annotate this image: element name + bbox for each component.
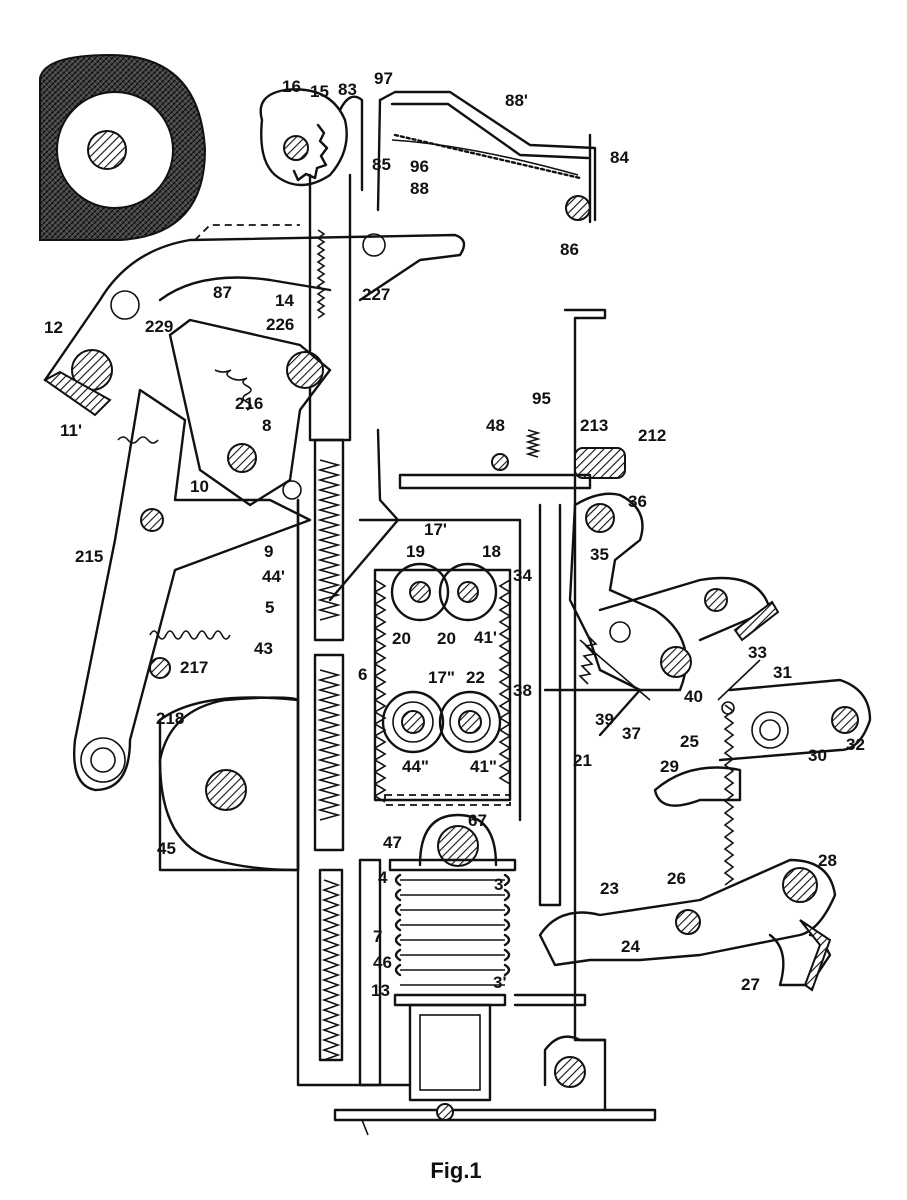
label-83: 83 [338, 80, 357, 99]
cam-218 [158, 696, 300, 872]
label-36: 36 [628, 492, 647, 511]
label-97: 97 [374, 69, 393, 88]
label-84: 84 [610, 148, 629, 167]
label-21: 21 [573, 751, 592, 770]
rack-14 [308, 173, 352, 442]
label-44pp: 44" [402, 757, 429, 776]
top-linkage [259, 88, 597, 224]
label-5: 5 [265, 598, 274, 617]
label-16: 16 [282, 77, 301, 96]
lever-35 [543, 492, 780, 737]
roll-cross-section [39, 53, 207, 241]
label-35: 35 [590, 545, 609, 564]
bar-21 [398, 308, 626, 1042]
label-67: 67 [468, 811, 487, 830]
label-4: 4 [378, 868, 388, 887]
label-33: 33 [748, 643, 767, 662]
label-39: 39 [595, 710, 614, 729]
label-8: 8 [262, 416, 271, 435]
label-6: 6 [358, 665, 367, 684]
label-215: 215 [75, 547, 103, 566]
label-20a: 20 [392, 629, 411, 648]
label-26: 26 [667, 869, 686, 888]
label-41p: 41' [474, 628, 497, 647]
callout-labels: 16 15 83 97 88' 84 85 96 88 86 227 87 14… [44, 69, 865, 1000]
label-44p: 44' [262, 567, 285, 586]
label-12: 12 [44, 318, 63, 337]
bottom-assembly [318, 813, 657, 1136]
label-28: 28 [818, 851, 837, 870]
label-212: 212 [638, 426, 666, 445]
label-227: 227 [362, 285, 390, 304]
label-30: 30 [808, 746, 827, 765]
label-37: 37 [622, 724, 641, 743]
lever-215 [73, 388, 312, 792]
lever-87 [43, 224, 466, 417]
label-29: 29 [660, 757, 679, 776]
label-32: 32 [846, 735, 865, 754]
springs-9-43 [313, 438, 345, 852]
label-46: 46 [373, 953, 392, 972]
label-47: 47 [383, 833, 402, 852]
label-19: 19 [406, 542, 425, 561]
label-27: 27 [741, 975, 760, 994]
label-17pp: 17" [428, 668, 455, 687]
label-217: 217 [180, 658, 208, 677]
label-87: 87 [213, 283, 232, 302]
label-218: 218 [156, 709, 184, 728]
label-213: 213 [580, 416, 608, 435]
label-15: 15 [310, 82, 329, 101]
label-40: 40 [684, 687, 703, 706]
label-3: 3 [494, 875, 503, 894]
label-88: 88 [410, 179, 429, 198]
label-23: 23 [600, 879, 619, 898]
label-18: 18 [482, 542, 501, 561]
figure-caption: Fig.1 [430, 1158, 481, 1183]
label-34: 34 [513, 566, 532, 585]
label-226: 226 [266, 315, 294, 334]
frame-5 [158, 428, 522, 1087]
label-95: 95 [532, 389, 551, 408]
label-229: 229 [145, 317, 173, 336]
label-14: 14 [275, 291, 294, 310]
label-3p: 3' [493, 973, 507, 992]
label-7: 7 [373, 927, 382, 946]
label-38: 38 [513, 681, 532, 700]
label-17p: 17' [424, 520, 447, 539]
label-86: 86 [560, 240, 579, 259]
label-22: 22 [466, 668, 485, 687]
label-216: 216 [235, 394, 263, 413]
label-85: 85 [372, 155, 391, 174]
label-31: 31 [773, 663, 792, 682]
label-25: 25 [680, 732, 699, 751]
label-41pp: 41" [470, 757, 497, 776]
label-13: 13 [371, 981, 390, 1000]
arm-229 [117, 318, 332, 507]
label-9: 9 [264, 542, 273, 561]
lever-24-27 [538, 701, 837, 992]
label-45: 45 [157, 839, 176, 858]
label-88p: 88' [505, 91, 528, 110]
lever-31-29 [653, 659, 872, 807]
label-24: 24 [621, 937, 640, 956]
label-96: 96 [410, 157, 429, 176]
label-11p: 11' [60, 421, 82, 440]
label-48: 48 [486, 416, 505, 435]
label-10: 10 [190, 477, 209, 496]
slide-6 [373, 562, 512, 806]
label-43: 43 [254, 639, 273, 658]
label-20b: 20 [437, 629, 456, 648]
